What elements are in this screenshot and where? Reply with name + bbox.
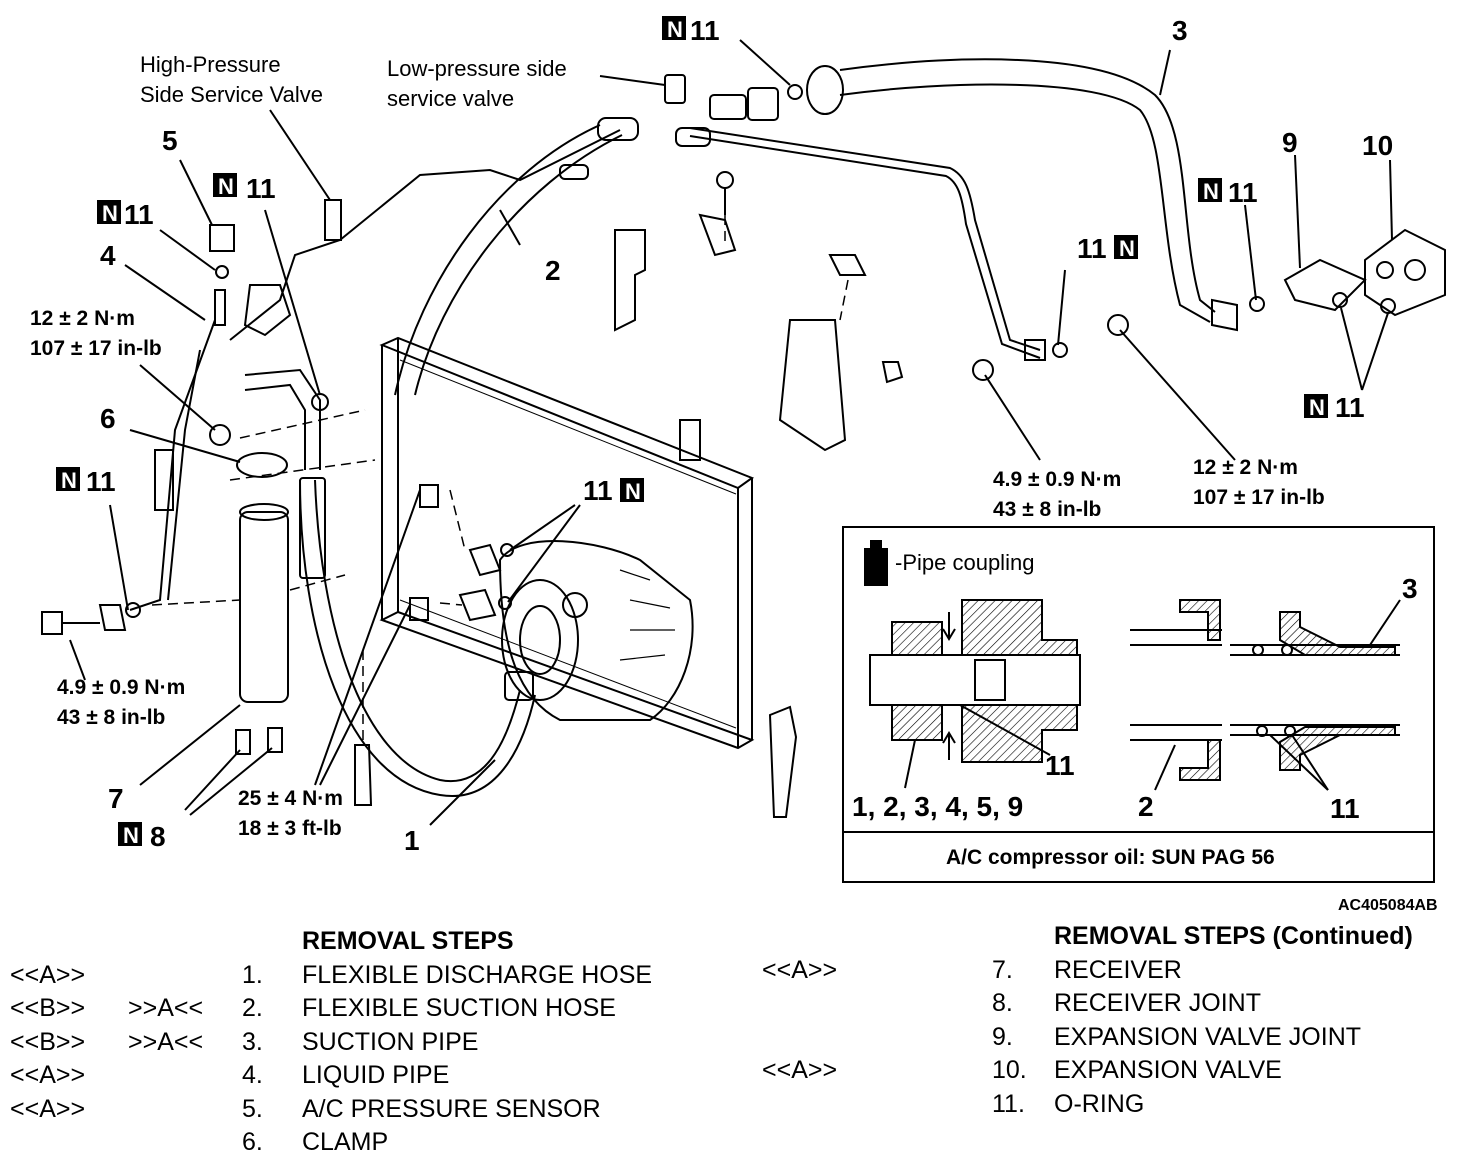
n11-label-top: N 11	[662, 15, 720, 46]
removal-steps-right: REMOVAL STEPS (Continued) <<A>> 7. RECEI…	[762, 920, 1462, 1121]
part-label-1: 1	[404, 825, 420, 856]
removal-steps-continued-title: REMOVAL STEPS (Continued)	[1054, 922, 1413, 950]
exploded-view-diagram: High-Pressure Side Service Valve Low-pre…	[30, 15, 1446, 914]
fittings	[41, 65, 1446, 806]
part-label-6: 6	[100, 403, 116, 434]
svg-text:N: N	[123, 823, 139, 848]
part-label-5: 5	[162, 125, 178, 156]
svg-text:N: N	[102, 201, 118, 226]
svg-text:11: 11	[1077, 233, 1107, 264]
removal-steps-title: REMOVAL STEPS	[302, 927, 514, 955]
step-row: <<A>> 7. RECEIVER	[762, 955, 1182, 984]
n11-label-receiver: N 11	[56, 466, 116, 497]
svg-text:11: 11	[690, 15, 720, 46]
inset-label-2: 2	[1138, 791, 1154, 822]
n11-label-sensor: N 11	[97, 199, 154, 230]
torque-specs: 12 ± 2 N·m 107 ± 17 in-lb 4.9 ± 0.9 N·m …	[30, 307, 1325, 840]
svg-text:25 ± 4 N·m: 25 ± 4 N·m	[238, 787, 343, 810]
part-label-2: 2	[545, 255, 561, 286]
condenser	[379, 336, 798, 818]
part-label-9: 9	[1282, 127, 1298, 158]
figure-id: AC405084AB	[1338, 897, 1438, 914]
step-row: <<A>> 1. FLEXIBLE DISCHARGE HOSE	[10, 960, 653, 989]
svg-text:11: 11	[124, 199, 154, 230]
n8-label: N 8	[118, 821, 166, 852]
inset-parts-label: 1, 2, 3, 4, 5, 9	[852, 791, 1023, 822]
svg-text:High-Pressure: High-Pressure	[140, 52, 281, 77]
step-row: <<A>> 10. EXPANSION VALVE	[762, 1056, 1282, 1084]
svg-text:11: 11	[86, 466, 116, 497]
svg-text:12 ± 2 N·m: 12 ± 2 N·m	[1193, 456, 1298, 479]
11n-label-liquid: 11 N	[1077, 233, 1138, 264]
pipe-coupling-inset: -Pipe coupling	[842, 526, 1435, 883]
svg-text:N: N	[61, 468, 77, 493]
n11-label-expansion-valve: N 11	[1304, 392, 1365, 423]
inset-label-11-left: 11	[1045, 750, 1075, 781]
svg-text:N: N	[218, 174, 234, 199]
svg-text:107 ± 17 in-lb: 107 ± 17 in-lb	[1193, 486, 1325, 509]
step-row: 9. EXPANSION VALVE JOINT	[992, 1022, 1362, 1051]
svg-text:43 ± 8 in-lb: 43 ± 8 in-lb	[57, 706, 165, 729]
step-row: <<A>> 4. LIQUID PIPE	[10, 1061, 450, 1089]
svg-text:Low-pressure side: Low-pressure side	[387, 56, 567, 81]
part-label-3: 3	[1172, 15, 1188, 46]
compressor	[498, 540, 694, 721]
svg-text:11: 11	[246, 173, 276, 204]
step-row: 8. RECEIVER JOINT	[992, 989, 1261, 1017]
step-row: 11. O-RING	[992, 1089, 1145, 1118]
part-number-labels: 1 2 3 4 5 6 7 9 10	[100, 15, 1393, 856]
callout-high-pressure-valve: High-Pressure Side Service Valve	[140, 52, 323, 107]
svg-text:18 ± 3 ft-lb: 18 ± 3 ft-lb	[238, 817, 342, 840]
step-row: <<B>> >>A<< 2. FLEXIBLE SUCTION HOSE	[10, 994, 616, 1022]
oil-bottle-icon	[864, 540, 888, 586]
svg-text:4.9 ± 0.9 N·m: 4.9 ± 0.9 N·m	[993, 468, 1121, 491]
svg-text:N: N	[1119, 236, 1135, 261]
removal-steps-left: REMOVAL STEPS <<A>> 1. FLEXIBLE DISCHARG…	[10, 925, 730, 1160]
svg-text:-Pipe coupling: -Pipe coupling	[895, 550, 1034, 575]
n11-label-expansion-joint: N 11	[1198, 177, 1258, 208]
step-row: <<A>> 5. A/C PRESSURE SENSOR	[10, 1094, 601, 1123]
inset-label-3: 3	[1402, 573, 1418, 604]
inset-label-11-right: 11	[1330, 793, 1360, 824]
svg-text:N: N	[1309, 395, 1325, 420]
svg-text:11: 11	[583, 475, 613, 506]
dashed-guides	[151, 215, 849, 745]
svg-text:8: 8	[150, 821, 166, 852]
step-row: <<B>> >>A<< 3. SUCTION PIPE	[10, 1027, 479, 1056]
svg-text:107 ± 17 in-lb: 107 ± 17 in-lb	[30, 337, 162, 360]
svg-text:Side Service Valve: Side Service Valve	[140, 82, 323, 107]
n11-label-hp-valve: N 11	[213, 173, 276, 204]
svg-text:N: N	[667, 17, 683, 42]
svg-text:N: N	[625, 479, 641, 504]
svg-text:N: N	[1203, 179, 1219, 204]
part-label-4: 4	[100, 240, 116, 271]
step-row: 6. CLAMP	[242, 1128, 389, 1156]
svg-text:43 ± 8 in-lb: 43 ± 8 in-lb	[993, 498, 1101, 521]
hoses	[129, 58, 1216, 798]
svg-text:service valve: service valve	[387, 86, 514, 111]
svg-text:4.9 ± 0.9 N·m: 4.9 ± 0.9 N·m	[57, 676, 185, 699]
svg-text:12 ± 2 N·m: 12 ± 2 N·m	[30, 307, 135, 330]
svg-text:11: 11	[1335, 392, 1365, 423]
part-label-10: 10	[1362, 130, 1393, 161]
part-label-7: 7	[108, 783, 124, 814]
11n-label-compressor: 11 N	[583, 475, 644, 506]
svg-text:11: 11	[1228, 177, 1258, 208]
leader-lines	[69, 39, 1393, 826]
n-mark-labels: N 11 N 11 N 11 N 11 N 8 11 N 11	[56, 15, 1365, 852]
oil-note: A/C compressor oil: SUN PAG 56	[946, 846, 1275, 869]
callout-low-pressure-valve: Low-pressure side service valve	[387, 56, 567, 111]
